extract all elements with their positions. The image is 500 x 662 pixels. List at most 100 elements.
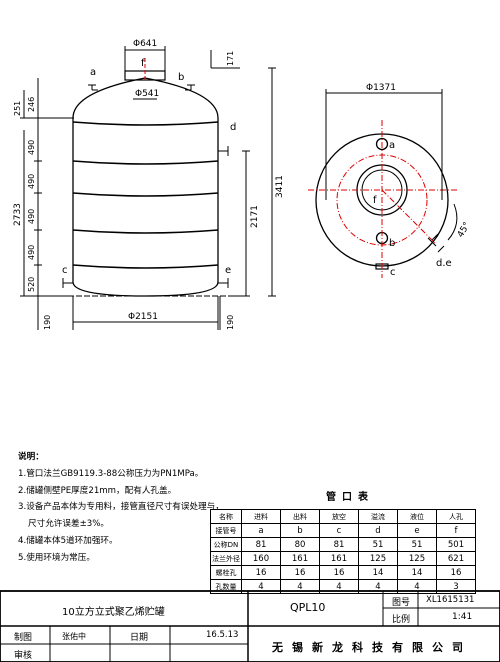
drawing-no-label: 图号 — [392, 598, 411, 608]
reinforcement-rings — [72, 121, 219, 269]
date-label: 日期 — [130, 633, 149, 643]
nz-cell: 接管号 — [210, 523, 242, 538]
label-a: a — [90, 67, 96, 78]
note-5: 5.使用环境为常压。 — [18, 552, 95, 563]
nz-h0: 名称 — [210, 509, 242, 524]
nz-cell: 81 — [241, 537, 281, 552]
nozzle-table-row: 公称DN 81 80 81 51 51 501 — [210, 537, 476, 552]
nozzle-table-row: 法兰外径 160 161 161 125 125 621 — [210, 551, 476, 566]
dim-body-h: 2733 — [13, 203, 23, 226]
dim-base-dia: Φ2151 — [128, 312, 158, 322]
nz-h5: 液位 — [397, 509, 437, 524]
nz-cell: e — [397, 523, 437, 538]
front-view-labels: Φ641 Φ541 Φ2151 a b f d c e 3411 2171 17… — [13, 39, 285, 330]
nz-h1: 进料 — [241, 509, 281, 524]
nz-cell: 161 — [319, 551, 359, 566]
nozzle-c — [62, 278, 73, 288]
scale-value: 1:41 — [452, 612, 473, 622]
nz-cell: 621 — [436, 551, 476, 566]
nz-cell: 125 — [397, 551, 437, 566]
nz-cell: 3 — [436, 579, 476, 594]
dim-171: 171 — [226, 51, 235, 66]
dim-seg-3: 490 — [27, 209, 36, 224]
nz-h3: 放空 — [319, 509, 359, 524]
nz-cell: b — [280, 523, 320, 538]
nozzle-table-row: 螺栓孔 16 16 16 14 14 16 — [210, 565, 476, 580]
nz-cell: d — [358, 523, 398, 538]
label-c: c — [62, 265, 68, 276]
company-name: 无锡新龙科技有限公司 — [272, 641, 472, 654]
dim-246: 246 — [27, 97, 36, 112]
dim-top-dia: Φ641 — [133, 39, 157, 49]
date-value: 16.5.13 — [206, 630, 239, 640]
label-top-b: b — [389, 238, 395, 249]
nz-cell: 51 — [358, 537, 398, 552]
nz-cell: 14 — [358, 565, 398, 580]
nz-cell: c — [319, 523, 359, 538]
dim-251: 251 — [13, 101, 22, 116]
scale-label: 比例 — [392, 615, 411, 625]
nz-cell: 16 — [319, 565, 359, 580]
nz-cell: 4 — [358, 579, 398, 594]
nozzle-table-title: 管口表 — [326, 492, 374, 503]
dim-seg-1: 490 — [27, 140, 36, 155]
nozzle-table-header: 名称 进料 出料 放空 溢流 液位 人孔 — [210, 509, 476, 524]
nz-cell: 51 — [397, 537, 437, 552]
nz-cell: 16 — [241, 565, 281, 580]
nz-cell: 161 — [280, 551, 320, 566]
nozzle-table: 名称 进料 出料 放空 溢流 液位 人孔 接管号 a b c d e f 公称D… — [210, 509, 476, 594]
nz-cell: 4 — [280, 579, 320, 594]
dim-190-right: 190 — [226, 315, 235, 330]
nz-cell: 法兰外径 — [210, 551, 242, 566]
drawing-name: 10立方立式聚乙烯贮罐 — [62, 607, 165, 618]
label-top-de: d.e — [436, 258, 452, 269]
front-view — [20, 46, 276, 330]
top-view — [308, 89, 458, 278]
port-de — [427, 233, 445, 253]
dim-total-h: 3411 — [275, 175, 285, 198]
label-top-c: c — [390, 267, 396, 278]
drawing-no: XL1615131 — [426, 595, 475, 605]
nozzle-table-row: 孔数量 4 4 4 4 4 3 — [210, 579, 476, 594]
nz-cell: 160 — [241, 551, 281, 566]
drawn-by: 张佑中 — [62, 632, 86, 641]
nz-cell: 80 — [280, 537, 320, 552]
label-f: f — [141, 58, 145, 69]
note-3: 3.设备产品本体为专用料，接管直径尺寸有误处理与， — [18, 502, 224, 513]
port-a — [375, 137, 389, 151]
nz-cell: 螺栓孔 — [210, 565, 242, 580]
nz-cell: 501 — [436, 537, 476, 552]
dim-top-view-dia: Φ1371 — [366, 83, 396, 93]
notes-title: 说明： — [18, 452, 44, 462]
note-1: 1.管口法兰GB9119.3-88公称压力为PN1MPa。 — [18, 468, 204, 479]
dim-seg-4: 490 — [27, 245, 36, 260]
nz-cell: 81 — [319, 537, 359, 552]
nz-cell: 4 — [397, 579, 437, 594]
nz-cell: 16 — [280, 565, 320, 580]
label-e: e — [225, 265, 231, 276]
nozzle-d — [218, 146, 229, 156]
label-top-f: f — [373, 195, 377, 206]
nz-cell: 125 — [358, 551, 398, 566]
angle-label: 45° — [456, 221, 473, 240]
nz-cell: 16 — [436, 565, 476, 580]
nozzle-e — [218, 278, 229, 288]
dim-inner-h: 2171 — [250, 205, 260, 228]
dim-seg-2: 490 — [27, 174, 36, 189]
nozzle-b — [185, 84, 195, 91]
label-d: d — [230, 122, 236, 133]
notes: 说明： 1.管口法兰GB9119.3-88公称压力为PN1MPa。 2.储罐侧壁… — [18, 449, 238, 567]
nz-cell: 4 — [319, 579, 359, 594]
dim-520: 520 — [27, 277, 36, 292]
nz-h4: 溢流 — [358, 509, 398, 524]
nz-cell: 4 — [241, 579, 281, 594]
nozzle-table-row: 接管号 a b c d e f — [210, 523, 476, 538]
nz-cell: a — [241, 523, 281, 538]
label-b: b — [178, 72, 184, 83]
dim-190-left: 190 — [43, 315, 52, 330]
model-number: QPL10 — [290, 601, 326, 614]
nz-h6: 人孔 — [436, 509, 476, 524]
note-4: 4.储罐本体5道环加强环。 — [18, 535, 118, 546]
nz-cell: 14 — [397, 565, 437, 580]
